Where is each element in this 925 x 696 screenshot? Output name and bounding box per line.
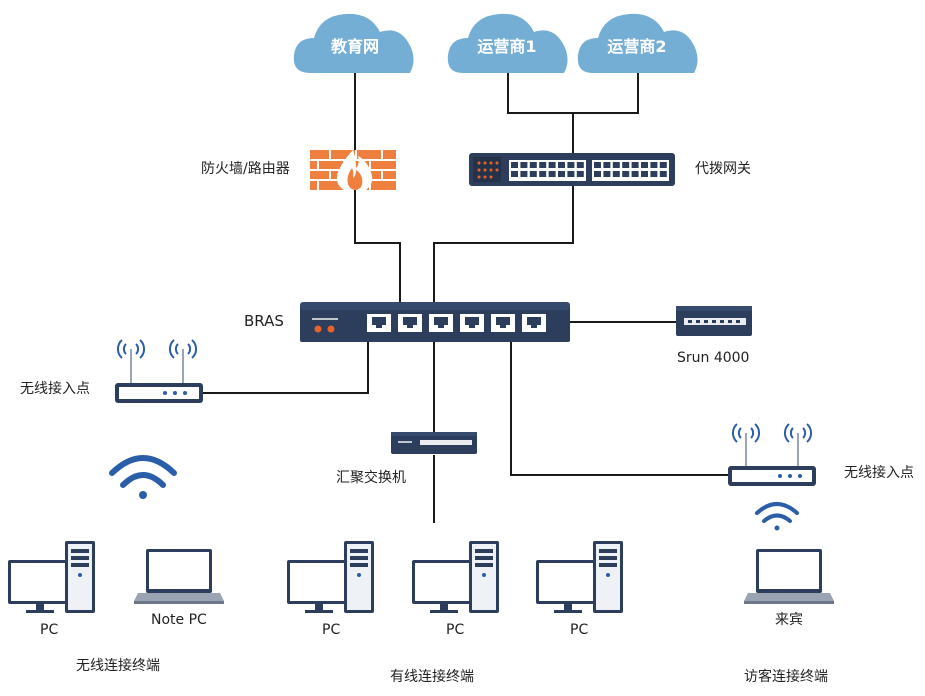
gateway-port (631, 162, 639, 168)
gateway-port (650, 162, 658, 168)
srun-label: Srun 4000 (677, 350, 750, 366)
gateway-port (567, 171, 575, 177)
bras-port-jack (403, 317, 417, 328)
gateway-port (558, 171, 565, 177)
gateway-port (622, 162, 630, 168)
wireless-ap-left-icon (115, 339, 203, 403)
bras-port-jack (372, 317, 386, 328)
pc-wired-1-icon (287, 541, 374, 613)
wifi-signal-left-icon (109, 455, 177, 499)
gateway-port (539, 162, 547, 168)
bras-port-jack (496, 317, 510, 328)
notepc-label: Note PC (151, 612, 207, 628)
laptop-wireless-icon (134, 549, 224, 604)
pc4-label: PC (570, 622, 589, 638)
gateway-port (641, 171, 648, 177)
bras-label: BRAS (244, 312, 284, 330)
bras-port-jack (465, 317, 479, 328)
group-wireless-label: 无线连接终端 (76, 658, 160, 674)
gateway-port (631, 171, 639, 177)
cloud-isp2-label: 运营商2 (607, 37, 666, 56)
pc1-label: PC (40, 622, 59, 638)
cloud-isp-2: 运营商2 (577, 13, 698, 73)
gateway-port (612, 162, 620, 168)
connection-lines (203, 72, 728, 523)
gateway-port (529, 171, 537, 177)
gateway-port (548, 171, 556, 177)
pc3-label: PC (446, 622, 465, 638)
gateway-port (548, 162, 556, 168)
gateway-port (511, 162, 518, 168)
srun-appliance-icon (676, 306, 752, 336)
gateway-port (520, 171, 528, 177)
cloud-isp1-label: 运营商1 (477, 37, 536, 56)
agg-switch-label: 汇聚交换机 (336, 470, 406, 486)
gateway-port (612, 171, 620, 177)
gateway-port (650, 171, 658, 177)
gateway-port (558, 162, 565, 168)
gateway-port (603, 162, 611, 168)
group-wired-label: 有线连接终端 (390, 669, 474, 685)
firewall-label: 防火墙/路由器 (201, 161, 290, 177)
gateway-port (659, 162, 667, 168)
group-visitor-label: 访客连接终端 (744, 669, 828, 685)
gateway-port (641, 162, 648, 168)
gateway-port (603, 171, 611, 177)
gateway-port (576, 162, 584, 168)
gateway-port (576, 171, 584, 177)
ap-right-label: 无线接入点 (844, 465, 914, 481)
wireless-ap-right-icon (728, 423, 816, 486)
aggregation-switch-icon (391, 432, 477, 454)
gateway-port (594, 162, 601, 168)
pc-wireless-icon (8, 541, 95, 613)
gateway-port (567, 162, 575, 168)
gateway-port (520, 162, 528, 168)
gateway-port (622, 171, 630, 177)
gateway-port (529, 162, 537, 168)
gateway-port (539, 171, 547, 177)
pc2-label: PC (322, 622, 341, 638)
bras-port-jack (434, 317, 448, 328)
pc-wired-2-icon (412, 541, 499, 613)
gateway-port (659, 171, 667, 177)
pc-wired-3-icon (536, 541, 623, 613)
cloud-edu-label: 教育网 (331, 37, 379, 56)
bras-port-jack (527, 317, 541, 328)
bras-device-icon (300, 302, 570, 342)
firewall-icon (310, 150, 396, 190)
cloud-isp-1: 运营商1 (447, 13, 568, 73)
dial-gateway-switch-icon (469, 153, 675, 186)
cloud-education-network: 教育网 (293, 13, 414, 73)
laptop-guest-icon (744, 549, 834, 604)
guest-label: 来宾 (775, 612, 803, 628)
ap-left-label: 无线接入点 (20, 381, 90, 397)
gateway-port (511, 171, 518, 177)
gateway-port (594, 171, 601, 177)
wifi-signal-right-icon (755, 502, 799, 531)
gateway-label: 代拨网关 (695, 161, 751, 177)
